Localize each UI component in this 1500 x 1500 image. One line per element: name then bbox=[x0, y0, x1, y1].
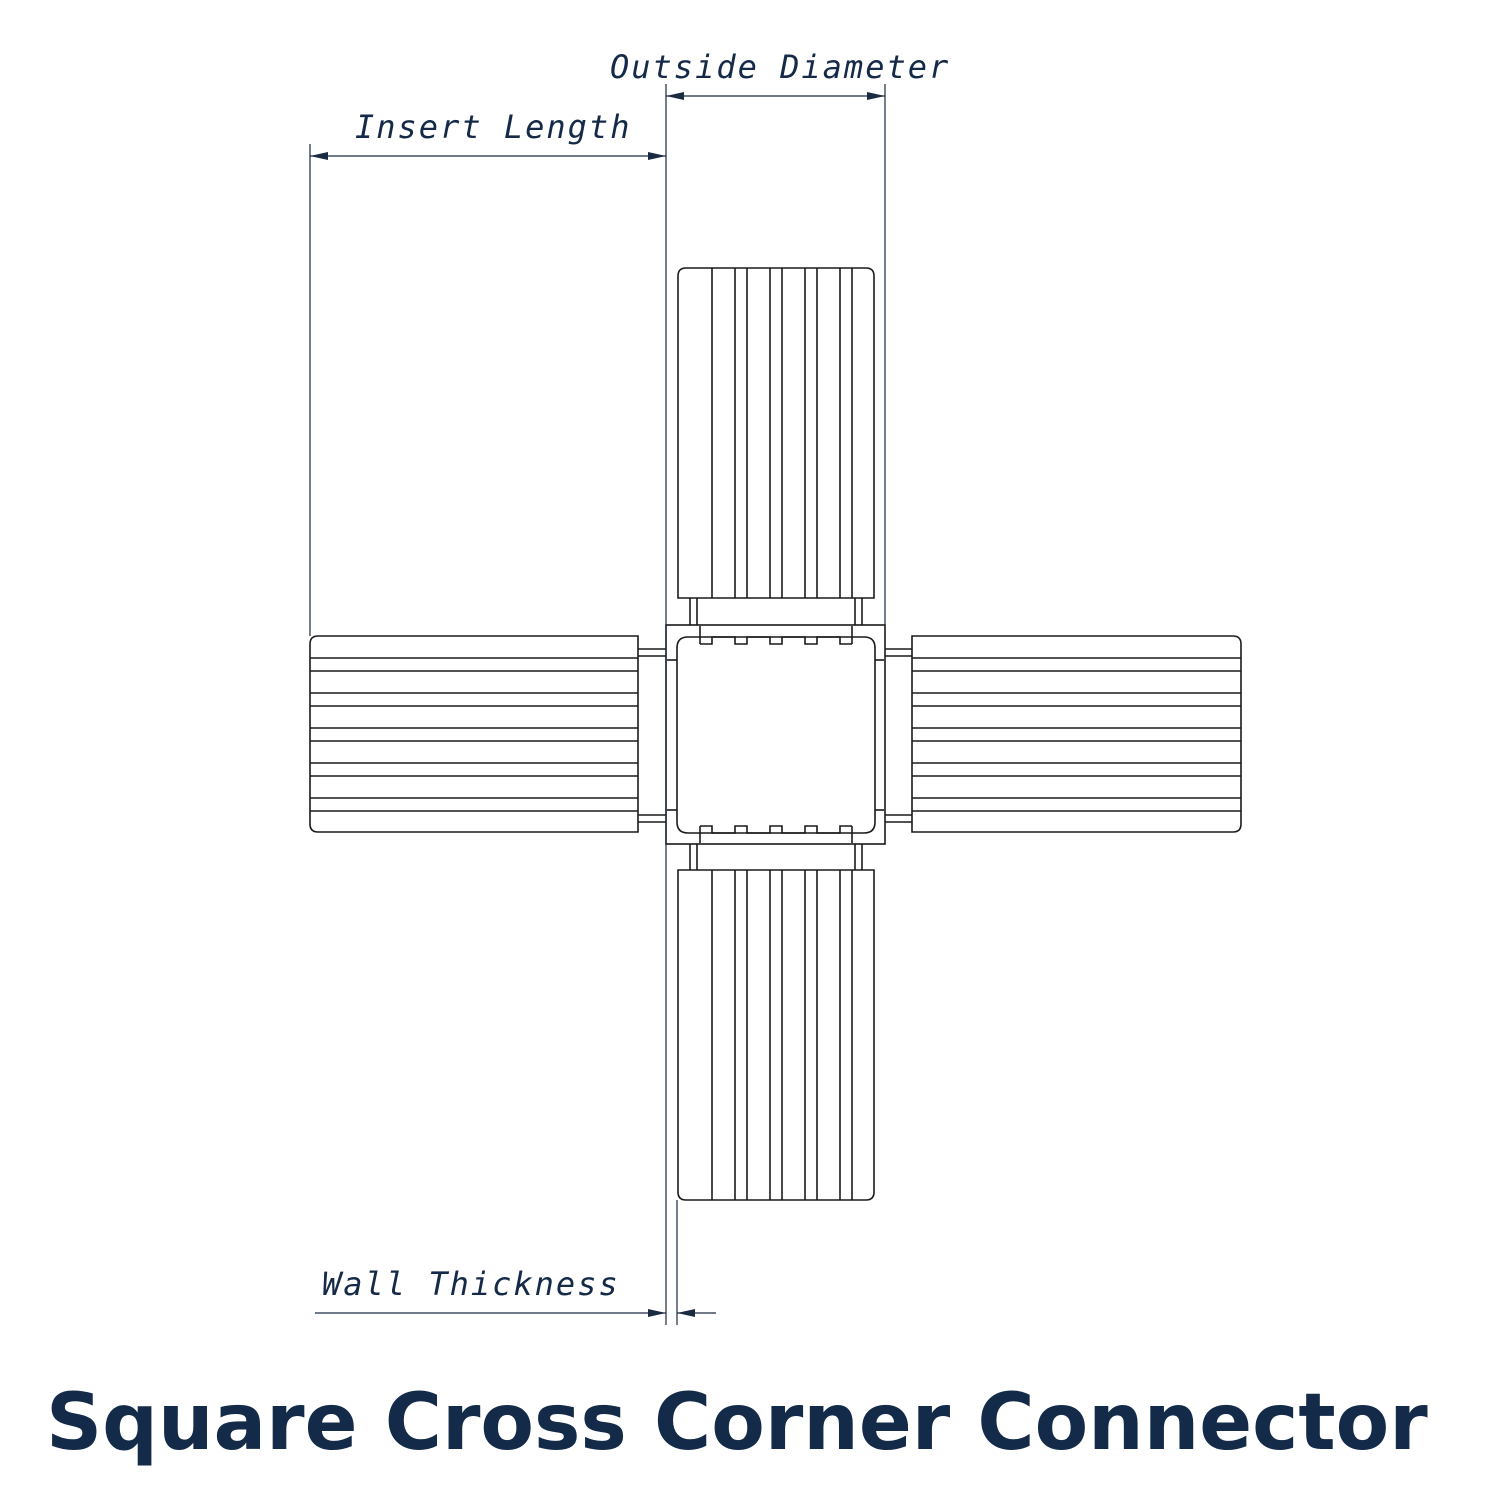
outside-diameter-label: Outside Diameter bbox=[610, 48, 950, 86]
bottom-insert-arm bbox=[677, 843, 875, 1201]
wall-thickness-dimension: Wall Thickness bbox=[315, 1200, 716, 1325]
left-insert-arm bbox=[309, 635, 666, 833]
wall-thickness-label: Wall Thickness bbox=[322, 1265, 620, 1303]
insert-length-dimension: Insert Length bbox=[309, 108, 666, 636]
page-title: Square Cross Corner Connector bbox=[46, 1378, 1428, 1468]
insert-length-label: Insert Length bbox=[355, 108, 631, 146]
outside-diameter-dimension: Outside Diameter bbox=[610, 48, 950, 1325]
top-insert-arm bbox=[677, 267, 875, 628]
right-insert-arm bbox=[885, 635, 1242, 833]
center-hub bbox=[665, 624, 886, 845]
